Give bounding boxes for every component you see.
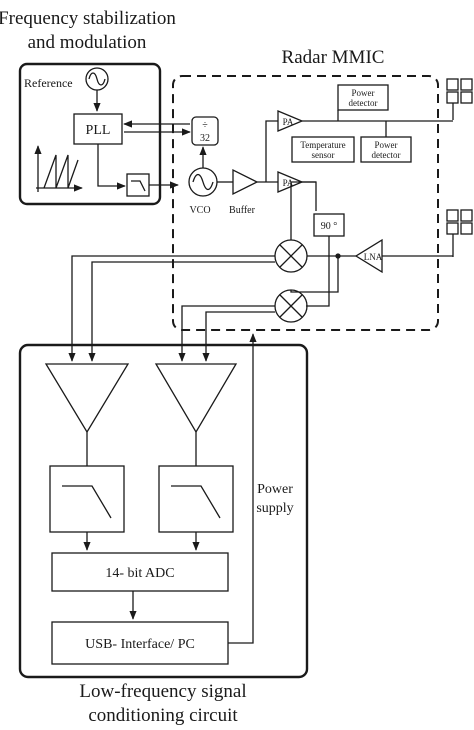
power-detector-1-label-line2: detector xyxy=(349,98,378,108)
adc-block xyxy=(51,552,229,592)
power-supply-label-line1: Power xyxy=(257,482,293,497)
reference-oscillator-icon xyxy=(85,67,109,91)
power-detector-1-label-line1: Power xyxy=(352,88,375,98)
freq-stabilization-box xyxy=(18,62,162,206)
freq-title-line1: Frequency stabilization xyxy=(0,8,176,29)
loop-filter-icon xyxy=(131,180,146,192)
vco-label: VCO xyxy=(189,205,210,216)
lna-label: LNA xyxy=(364,252,383,262)
power-supply-label-line2: supply xyxy=(256,501,293,516)
rx-antenna-icon xyxy=(446,209,473,235)
adc-label: 14- bit ADC xyxy=(105,566,174,581)
power-detector-2-label-line2: detector xyxy=(372,150,401,160)
power-detector-1 xyxy=(337,84,389,111)
temperature-sensor-label-line2: sensor xyxy=(312,150,335,160)
freq-title-line2: and modulation xyxy=(28,32,147,53)
buffer-amplifier xyxy=(232,168,259,196)
lowpass-filter-i xyxy=(49,465,125,533)
lf-amplifier-i xyxy=(44,363,130,434)
lf-title-line2: conditioning circuit xyxy=(88,705,238,726)
sawtooth-waveform-icon xyxy=(34,145,83,192)
temperature-sensor-label-line1: Temperature xyxy=(300,140,345,150)
lf-amplifier-q xyxy=(154,363,238,434)
mixer-i-icon xyxy=(274,239,308,273)
divider-symbol: ÷ xyxy=(202,120,208,131)
reference-label: Reference xyxy=(24,76,73,90)
tx-antenna-icon xyxy=(446,78,473,104)
lowpass-filter-q-icon xyxy=(171,485,221,519)
mmic-title: Radar MMIC xyxy=(282,47,385,68)
pa-tx-label: PA xyxy=(283,117,294,127)
pa-lo-label: PA xyxy=(283,178,294,188)
phase-shifter-label: 90 ° xyxy=(321,221,338,232)
divider-value: 32 xyxy=(200,133,210,144)
lowpass-filter-i-icon xyxy=(62,485,112,519)
mixer-q-icon xyxy=(274,289,308,323)
lowpass-filter-q xyxy=(158,465,234,533)
divider-block xyxy=(191,116,219,146)
temperature-sensor xyxy=(291,136,355,163)
pa-tx-amplifier xyxy=(277,110,304,132)
vco-icon xyxy=(188,167,218,197)
pa-lo-amplifier xyxy=(277,171,304,193)
radar-mmic-box xyxy=(172,75,439,331)
usb-label: USB- Interface/ PC xyxy=(85,637,195,652)
lf-title-line1: Low-frequency signal xyxy=(79,681,246,702)
buffer-label: Buffer xyxy=(229,205,256,216)
lf-conditioning-box xyxy=(18,343,309,679)
power-detector-2-label-line1: Power xyxy=(375,140,398,150)
pll-label: PLL xyxy=(86,123,111,138)
loop-filter-block xyxy=(126,173,150,197)
